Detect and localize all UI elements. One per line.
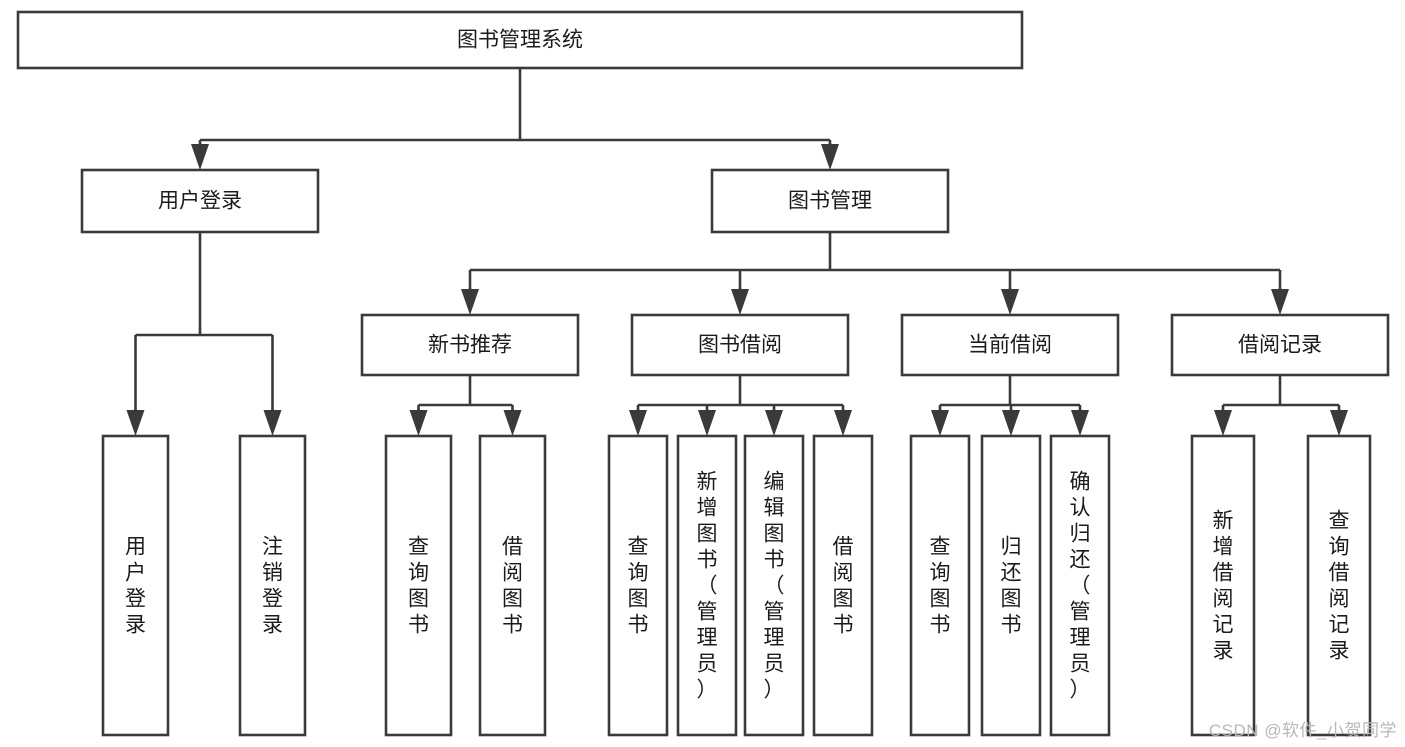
node-label: 借阅图书: [833, 536, 854, 637]
node-label: 新增图书（管理员）: [697, 471, 718, 702]
flow-node[interactable]: 归还图书: [980, 434, 1042, 737]
node-box[interactable]: [238, 434, 307, 737]
connector-layer: [126, 68, 1348, 436]
flow-node[interactable]: 查询图书: [909, 434, 971, 737]
node-box[interactable]: [360, 313, 580, 377]
node-box[interactable]: [1170, 313, 1390, 377]
node-label: 归还图书: [1001, 536, 1022, 637]
arrow-head-icon: [698, 410, 716, 436]
flow-node[interactable]: 注销登录: [238, 434, 307, 737]
node-label: 查询图书: [930, 536, 951, 637]
flow-node[interactable]: 查询借阅记录: [1306, 434, 1372, 737]
node-box[interactable]: [1049, 434, 1111, 737]
node-label: 借阅图书: [502, 536, 523, 637]
flow-node[interactable]: 确认归还（管理员）: [1049, 434, 1111, 737]
flow-node[interactable]: 借阅记录: [1170, 313, 1390, 377]
flow-node[interactable]: 借阅图书: [812, 434, 874, 737]
node-layer: 图书管理系统用户登录图书管理用户登录注销登录新书推荐图书借阅当前借阅借阅记录查询…: [16, 10, 1390, 737]
arrow-head-icon: [503, 410, 522, 436]
node-box[interactable]: [1190, 434, 1256, 737]
arrow-head-icon: [1002, 410, 1020, 436]
arrow-head-icon: [1071, 410, 1089, 436]
node-box[interactable]: [384, 434, 453, 737]
flow-node[interactable]: 图书管理: [710, 168, 950, 234]
node-label: 查询图书: [628, 536, 649, 637]
node-label: 图书管理系统: [457, 29, 583, 52]
node-label: 查询借阅记录: [1329, 510, 1350, 663]
node-box[interactable]: [80, 168, 320, 234]
node-box[interactable]: [980, 434, 1042, 737]
node-box[interactable]: [900, 313, 1120, 377]
arrow-head-icon: [191, 144, 209, 170]
flow-node[interactable]: 新书推荐: [360, 313, 580, 377]
arrow-head-icon: [126, 410, 145, 436]
node-box[interactable]: [743, 434, 805, 737]
node-box[interactable]: [16, 10, 1024, 70]
node-label: 借阅记录: [1238, 334, 1322, 357]
node-box[interactable]: [101, 434, 170, 737]
arrow-head-icon: [1271, 289, 1289, 315]
flow-node[interactable]: 图书借阅: [630, 313, 850, 377]
csdn-watermark: CSDN @软件_小贺同学: [1208, 721, 1397, 740]
arrow-head-icon: [409, 410, 428, 436]
node-label: 用户登录: [158, 190, 242, 213]
flow-node[interactable]: 当前借阅: [900, 313, 1120, 377]
node-label: 当前借阅: [968, 334, 1052, 357]
arrow-head-icon: [1214, 410, 1232, 436]
node-box[interactable]: [1306, 434, 1372, 737]
arrow-head-icon: [821, 144, 839, 170]
node-label: 查询图书: [408, 536, 429, 637]
arrow-head-icon: [1330, 410, 1348, 436]
flow-node[interactable]: 查询图书: [607, 434, 669, 737]
node-box[interactable]: [812, 434, 874, 737]
flow-node[interactable]: 借阅图书: [478, 434, 547, 737]
arrow-head-icon: [629, 410, 647, 436]
node-label: 确认归还（管理员）: [1070, 471, 1091, 702]
node-box[interactable]: [909, 434, 971, 737]
node-label: 编辑图书（管理员）: [764, 471, 785, 702]
flow-node[interactable]: 用户登录: [101, 434, 170, 737]
flow-node[interactable]: 图书管理系统: [16, 10, 1024, 70]
flow-node[interactable]: 用户登录: [80, 168, 320, 234]
flow-node[interactable]: 查询图书: [384, 434, 453, 737]
arrow-head-icon: [731, 289, 749, 315]
node-label: 图书管理: [788, 190, 872, 213]
node-box[interactable]: [710, 168, 950, 234]
node-box[interactable]: [607, 434, 669, 737]
node-box[interactable]: [478, 434, 547, 737]
arrow-head-icon: [1001, 289, 1019, 315]
node-label: 图书借阅: [698, 334, 782, 357]
node-box[interactable]: [630, 313, 850, 377]
arrow-head-icon: [834, 410, 852, 436]
arrow-head-icon: [931, 410, 949, 436]
flow-node[interactable]: 新增图书（管理员）: [676, 434, 738, 737]
node-label: 注销登录: [262, 536, 283, 637]
node-label: 新书推荐: [428, 334, 512, 357]
arrow-head-icon: [263, 410, 282, 436]
node-label: 新增借阅记录: [1213, 510, 1234, 663]
flow-node[interactable]: 编辑图书（管理员）: [743, 434, 805, 737]
node-box[interactable]: [676, 434, 738, 737]
node-label: 用户登录: [125, 536, 146, 637]
flow-node[interactable]: 新增借阅记录: [1190, 434, 1256, 737]
arrow-head-icon: [461, 289, 479, 315]
arrow-head-icon: [765, 410, 783, 436]
